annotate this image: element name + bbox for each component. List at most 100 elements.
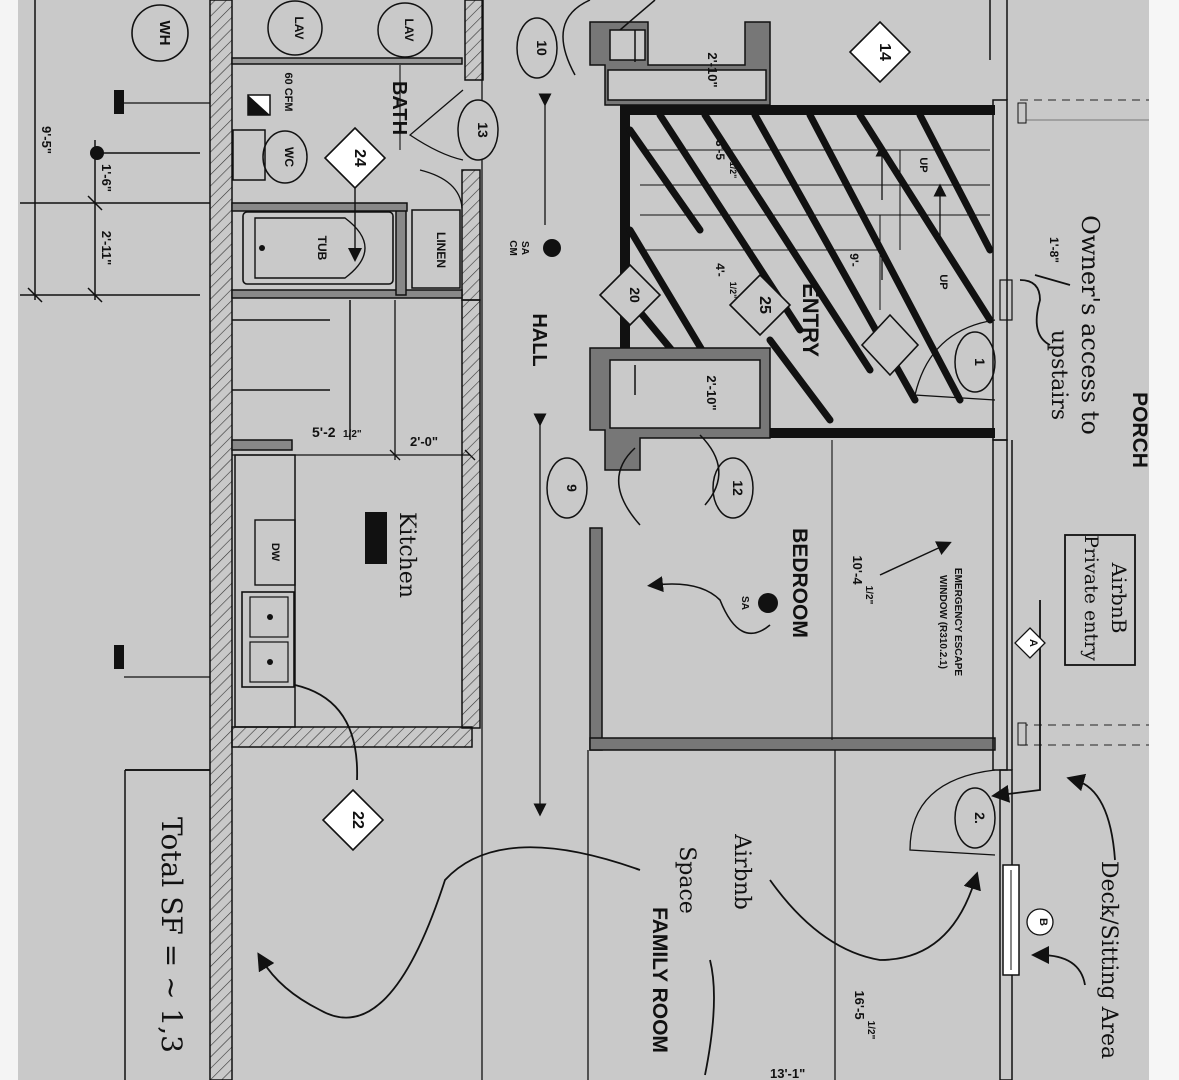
note-owners-access-2: upstairs [1046, 330, 1071, 420]
dim-16-5-frac: 1/2" [865, 1021, 876, 1040]
lav-sink-2 [377, 2, 433, 58]
wh-label: WH [156, 21, 173, 46]
dim-3-5: 3'-5 [713, 140, 727, 161]
tag-20: 20 [627, 287, 643, 303]
dim-4: 4'- [713, 263, 727, 277]
lav-label-1: LAV [292, 16, 306, 39]
dimension-dot [90, 146, 104, 160]
dim-2-10-top: 2'-10" [705, 52, 720, 87]
tag-b: B [1037, 918, 1049, 926]
tag-2: 2. [972, 812, 988, 824]
tag-10-oval [516, 17, 558, 79]
tag-12-oval [712, 457, 754, 519]
exterior-wall-left [209, 0, 233, 1080]
linen-closet [411, 209, 461, 289]
dim-2-10-bottom: 2'-10" [704, 375, 719, 410]
dim-4-frac: 1/2" [728, 282, 738, 299]
note-deck: Deck/Sitting Area [1096, 861, 1121, 1059]
hall-arrows [481, 0, 836, 1080]
tag-a-hex [1014, 627, 1046, 659]
dim-2-11: 2'-11" [99, 231, 114, 266]
tag-b-circle [1026, 908, 1054, 936]
dim-16-5: 16'-5 [852, 990, 867, 1019]
kitchen-dimension [232, 300, 476, 461]
dim-2-0: 2'-0" [410, 434, 438, 449]
dw-label: DW [269, 543, 281, 562]
tag-a: A [1027, 639, 1039, 647]
private-entry-door-swing [909, 769, 996, 856]
page-edge-right [1149, 0, 1179, 1080]
wc-tank [232, 129, 266, 181]
annotation-arrows [125, 274, 1116, 1076]
note-airbnb-space-2: Space [674, 846, 699, 914]
fan-label: 60 CFM [282, 72, 294, 111]
porch-dashed-lines [1020, 99, 1150, 746]
bath-walls [231, 0, 484, 301]
room-bedroom: BEDROOM [788, 528, 811, 638]
left-dimension-lines [20, 0, 210, 303]
tag-10: 10 [534, 40, 550, 56]
note-airbnb-space-1: Airbnb [729, 833, 754, 910]
dim-3-5-frac: 1/2" [728, 162, 738, 179]
kitchen-sink [241, 591, 295, 688]
tag-1: 1 [972, 358, 988, 366]
room-porch: PORCH [1128, 392, 1151, 468]
bath-door-swing [408, 89, 464, 161]
tag-13-oval [457, 99, 499, 161]
outlet-mark-bottom [114, 645, 124, 669]
tag-14: 14 [876, 43, 893, 61]
dishwasher [254, 519, 296, 586]
room-hall: HALL [528, 313, 550, 366]
lav-sink-1 [267, 0, 323, 56]
tub-label: TUB [315, 236, 329, 261]
tag-25: 25 [756, 296, 773, 314]
note-airbnb-private-1: AirbnB [1107, 562, 1131, 634]
entry-door-swing [914, 319, 996, 401]
linen-label: LINEN [434, 232, 448, 268]
room-bath: BATH [388, 81, 410, 135]
tag-22: 22 [349, 811, 366, 829]
dim-5-2-frac: 1/2" [343, 429, 362, 440]
tag-9: 9 [564, 484, 580, 492]
closet-lower [589, 347, 771, 526]
linen-door-swing [419, 169, 463, 209]
closet-upper [562, 0, 771, 106]
tag-2-oval [954, 787, 996, 849]
up-label-2: UP [937, 274, 949, 289]
exterior-wall-right-upper [992, 99, 1008, 441]
page-edge-left [0, 0, 18, 1080]
water-heater [131, 4, 189, 62]
kitchen-walls [231, 299, 481, 748]
tag-13: 13 [475, 122, 491, 138]
bedroom-walls [589, 439, 1013, 771]
dim-10-4-frac: 1/2" [863, 586, 874, 605]
smoke-alarm-hall [543, 239, 561, 257]
dim-10-4: 10'-4 [850, 555, 865, 585]
emergency-label-2: WINDOW (R310.2.1) [937, 575, 948, 669]
tag-12: 12 [730, 480, 746, 496]
smoke-alarm-bedroom [758, 593, 778, 613]
note-owners-access-1: Owner's access to [1076, 215, 1104, 435]
sa-label-hall: SA [519, 241, 530, 255]
room-family: FAMILY ROOM [648, 907, 671, 1053]
tag-24: 24 [351, 149, 368, 167]
diamond-tags [321, 20, 920, 852]
outlet-mark-top [114, 90, 124, 114]
emergency-label-1: EMERGENCY ESCAPE [952, 568, 963, 677]
up-label-1: UP [917, 157, 929, 172]
note-airbnb-private-2: Private entry [1080, 535, 1102, 661]
lav-label-2: LAV [402, 18, 416, 41]
note-total-sf: Total SF = ~ 1,3 [155, 817, 188, 1053]
wc-label: WC [282, 147, 296, 167]
dim-1-8: 1'-8" [1047, 237, 1061, 263]
note-kitchen: Kitchen [394, 512, 419, 598]
dim-1-6: 1'-6" [99, 164, 114, 192]
dim-9-5: 9'-5" [39, 126, 54, 154]
kitchen-appliance-mark [365, 512, 387, 564]
sa-label-bedroom: SA [739, 596, 750, 610]
dim-13: 13'-1" [770, 1066, 805, 1080]
room-entry: ENTRY [798, 283, 823, 357]
cm-label-hall: CM [507, 240, 518, 256]
